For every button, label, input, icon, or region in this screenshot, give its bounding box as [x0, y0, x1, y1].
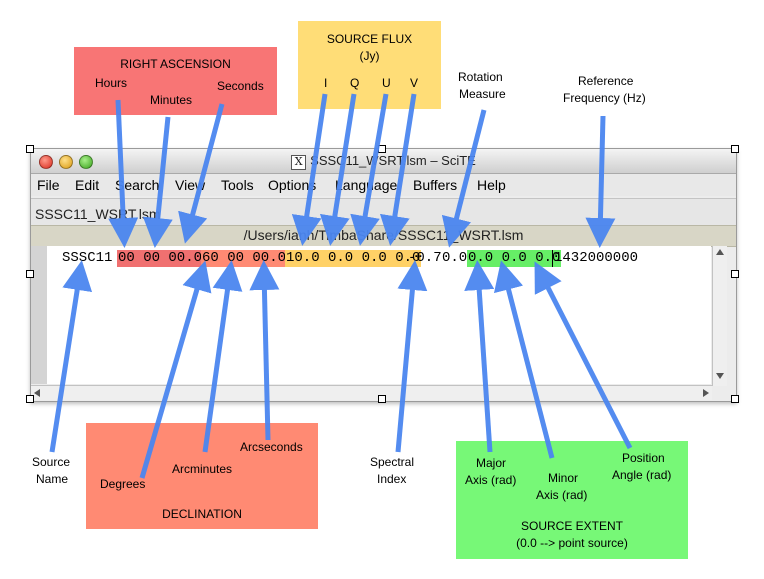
- reference-frequency-arrow: [585, 115, 616, 248]
- menu-file[interactable]: File: [37, 177, 60, 193]
- major-axis-label-2: Axis (rad): [465, 473, 517, 487]
- flux-i-label: I: [324, 76, 328, 90]
- menu-options[interactable]: Options: [268, 177, 317, 193]
- resize-handle[interactable]: [731, 145, 739, 153]
- source-name-label-2: Name: [36, 472, 69, 486]
- source-extent-box: [456, 441, 688, 559]
- right-ascension-value: 00 00 00.0: [117, 250, 204, 267]
- reference-frequency-label-2: Frequency (Hz): [563, 91, 646, 105]
- resize-handle[interactable]: [26, 145, 34, 153]
- source-flux-unit: (Jy): [359, 49, 380, 63]
- zoom-window-button[interactable]: [79, 155, 93, 169]
- resize-handle[interactable]: [378, 395, 386, 403]
- menu-tools[interactable]: Tools: [221, 177, 254, 193]
- editor-area[interactable]: [47, 246, 711, 384]
- resize-handle[interactable]: [731, 395, 739, 403]
- source-flux-title: SOURCE FLUX: [326, 32, 413, 46]
- scroll-down-arrow-icon[interactable]: [716, 373, 724, 379]
- resize-handle[interactable]: [731, 270, 739, 278]
- reference-frequency-label-1: Reference: [578, 74, 634, 88]
- minor-axis-label-2: Axis (rad): [536, 488, 588, 502]
- minutes-label: Minutes: [150, 93, 193, 107]
- flux-v-arrow: [379, 93, 417, 246]
- resize-handle[interactable]: [26, 395, 34, 403]
- arcseconds-label: Arcseconds: [240, 440, 303, 454]
- position-angle-label-1: Position: [622, 451, 665, 465]
- declination-box: [86, 423, 318, 529]
- flux-u-label: U: [382, 76, 391, 90]
- horizontal-scrollbar[interactable]: [31, 385, 712, 400]
- scroll-up-arrow-icon[interactable]: [716, 249, 724, 255]
- minutes-arrow: [142, 116, 173, 248]
- declination-title: DECLINATION: [162, 507, 242, 521]
- arcminutes-label: Arcminutes: [172, 462, 233, 476]
- source-flux-box: [298, 21, 441, 109]
- reference-frequency-value: 1432000000: [552, 250, 639, 267]
- resize-handle[interactable]: [26, 270, 34, 278]
- degrees-arrow: [139, 260, 212, 479]
- flux-v-label: V: [410, 76, 419, 90]
- close-window-button[interactable]: [39, 155, 53, 169]
- menu-language[interactable]: Language: [335, 177, 398, 193]
- flux-q-arrow: [319, 93, 357, 246]
- degrees-label: Degrees: [100, 477, 146, 491]
- source-extent-note: (0.0 --> point source): [516, 536, 628, 550]
- rotation-measure-value: 0.0: [442, 250, 468, 266]
- scroll-left-arrow-icon[interactable]: [34, 389, 40, 397]
- major-axis-arrow: [464, 260, 495, 453]
- scroll-right-arrow-icon[interactable]: [703, 389, 709, 397]
- menu-buffers[interactable]: Buffers: [413, 177, 458, 193]
- seconds-arrow: [178, 103, 225, 244]
- x11-icon: X: [291, 155, 307, 170]
- flux-q-label: Q: [350, 76, 360, 90]
- major-axis-label-1: Major: [476, 456, 507, 470]
- source-name-label-1: Source: [32, 455, 71, 469]
- vertical-scrollbar[interactable]: [712, 246, 727, 386]
- arcseconds-arrow: [249, 260, 280, 441]
- seconds-label: Seconds: [217, 79, 264, 93]
- menu-help[interactable]: Help: [477, 177, 506, 193]
- minor-axis-label-1: Minor: [548, 471, 579, 485]
- rotation-measure-arrow: [441, 109, 487, 248]
- menu-bar: File Edit Search View Tools Options Lang…: [31, 174, 736, 196]
- source-name-arrow: [49, 260, 93, 453]
- window-title-text: SSSC11_WSRT.lsm – SciTE: [310, 153, 476, 168]
- hours-arrow: [108, 99, 139, 248]
- source-flux-value: 10.0 0.0 0.0 0.0: [285, 250, 422, 267]
- minor-axis-arrow: [493, 260, 555, 459]
- right-ascension-title: RIGHT ASCENSION: [120, 57, 231, 71]
- arcminutes-arrow: [202, 260, 243, 453]
- flux-u-arrow: [350, 93, 389, 246]
- position-angle-arrow: [534, 261, 633, 450]
- source-extent-title: SOURCE EXTENT: [520, 519, 623, 533]
- flux-i-arrow: [291, 93, 328, 246]
- menu-search[interactable]: Search: [115, 177, 160, 193]
- spectral-index-label-1: Spectral: [370, 455, 415, 469]
- spectral-index-label-2: Index: [377, 472, 407, 486]
- position-angle-label-2: Angle (rad): [612, 468, 672, 482]
- right-ascension-box: [74, 47, 277, 115]
- minimize-window-button[interactable]: [59, 155, 73, 169]
- menu-edit[interactable]: Edit: [75, 177, 100, 193]
- rotation-measure-label-2: Measure: [459, 87, 506, 101]
- hours-label: Hours: [95, 76, 128, 90]
- spectral-index-arrow: [395, 260, 428, 453]
- rotation-measure-label-1: Rotation: [458, 70, 503, 84]
